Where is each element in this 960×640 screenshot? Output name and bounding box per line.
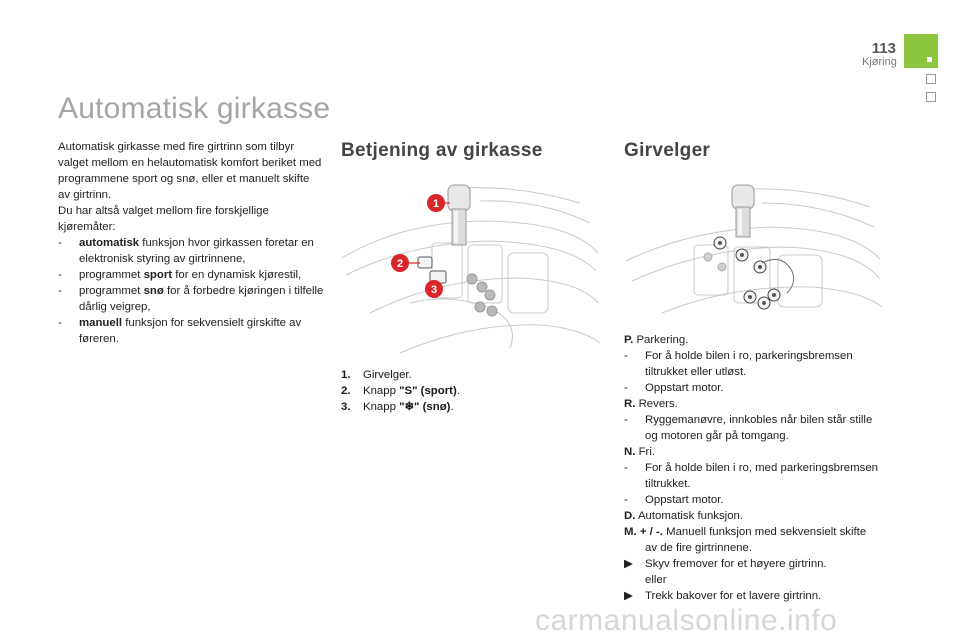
callout-1: 1 [427, 194, 445, 212]
list-item: -programmet snø for å forbedre kjøringen… [58, 285, 324, 313]
gear-position: D. Automatisk funksjon. [624, 510, 744, 522]
gear-selector-illustration [625, 184, 883, 314]
list-item: -programmet sport for en dynamisk kjøres… [58, 269, 302, 281]
list-item: eller [645, 574, 667, 586]
list-item: ▶Trekk bakover for et lavere girtrinn. [624, 590, 822, 602]
list-item: -For å holde bilen i ro, parkeringsbrems… [624, 350, 853, 378]
list-item: ▶Skyv fremover for et høyere girtrinn. [624, 558, 827, 570]
list-item: -Oppstart motor. [624, 494, 724, 506]
list-item: -manuell funksjon for sekvensielt girski… [58, 317, 302, 345]
watermark: carmanualsonline.info [535, 604, 838, 637]
section-label: Kjøring [862, 56, 897, 68]
gear-position: P. Parkering. [624, 334, 689, 346]
legend-item: 3.Knapp "❄" (snø). [341, 401, 454, 413]
arrow-icon: ▶ [624, 558, 633, 570]
svg-text:1: 1 [433, 198, 439, 210]
chapter-tab-marker [904, 34, 938, 68]
intro-column: Automatisk girkasse med fire girtrinn so… [58, 139, 324, 347]
gear-console-illustration: 1 2 3 [341, 184, 601, 354]
arrow-icon: ▶ [624, 590, 633, 602]
page-title: Automatisk girkasse [58, 92, 331, 125]
section-heading: Girvelger [624, 140, 711, 161]
legend-item: 1.Girvelger. [341, 369, 412, 381]
list-item: -Oppstart motor. [624, 382, 724, 394]
svg-text:2: 2 [397, 258, 403, 270]
callout-2: 2 [391, 254, 409, 272]
chapter-tab-empty [926, 74, 936, 84]
figure-legend: 1.Girvelger. 2.Knapp "S" (sport). 3.Knap… [341, 367, 581, 415]
page-number: 113 [871, 40, 896, 57]
gear-positions-list: P. Parkering. -For å holde bilen i ro, p… [624, 332, 880, 604]
list-item: -Ryggemanøvre, innkobles når bilen står … [624, 414, 873, 442]
section-heading: Betjening av girkasse [341, 140, 543, 161]
gear-position: M. + / -. Manuell funksjon med sekvensie… [624, 526, 867, 554]
intro-paragraph: Du har altså valget mellom fire forskjel… [58, 205, 269, 233]
list-item: -For å holde bilen i ro, med parkeringsb… [624, 462, 878, 490]
intro-paragraph: Automatisk girkasse med fire girtrinn so… [58, 141, 322, 201]
gear-position: N. Fri. [624, 446, 656, 458]
gear-position: R. Revers. [624, 398, 678, 410]
svg-text:3: 3 [431, 284, 437, 296]
chapter-tab-empty [926, 92, 936, 102]
list-item: -automatisk funksjon hvor girkassen fore… [58, 237, 314, 265]
legend-item: 2.Knapp "S" (sport). [341, 385, 460, 397]
callout-3: 3 [425, 280, 443, 298]
